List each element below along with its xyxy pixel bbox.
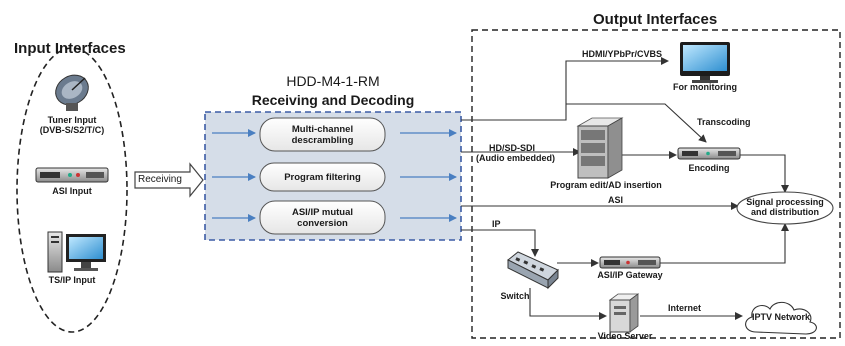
receiving-arrow — [134, 162, 204, 198]
sdi-line1: HD/SD-SDI — [488, 143, 535, 153]
transcoding-label: Transcoding — [697, 117, 751, 127]
video-server-icon — [608, 293, 640, 333]
filtering-box — [259, 162, 386, 192]
monitoring-label: For monitoring — [673, 82, 737, 92]
signal-processing-label: Signal processing and distribution — [737, 197, 833, 217]
gateway-icon — [599, 256, 661, 269]
asi-out-label: ASI — [608, 195, 624, 205]
internet-label: Internet — [668, 303, 702, 313]
encoding-label: Encoding — [688, 163, 730, 173]
filtering-label: Program filtering — [284, 171, 361, 183]
computer-icon — [47, 231, 106, 273]
output-interfaces-title: Output Interfaces — [593, 11, 718, 28]
tuner-label-line1: Tuner Input — [47, 115, 97, 125]
tuner-label-line2: (DVB-S/S2/T/C) — [39, 125, 105, 135]
input-interfaces-title: Input Interfaces — [14, 40, 126, 57]
signal-line2: and distribution — [751, 207, 819, 217]
signal-processing-node — [736, 191, 834, 225]
ip-line — [461, 229, 539, 257]
descrambling-box — [259, 117, 386, 152]
server-cabinet-icon — [576, 117, 624, 179]
device-model-title: HDD-M4-1-RM — [286, 73, 380, 89]
device-function-title: Receiving and Decoding — [251, 92, 415, 108]
monitor-icon — [680, 42, 730, 83]
sdi-line2: (Audio embedded) — [476, 153, 555, 163]
switch-icon — [507, 251, 559, 290]
hdmi-label: HDMI/YPbPr/CVBS — [582, 49, 663, 59]
asiip-line1: ASI/IP mutual — [291, 206, 354, 218]
asi-input-label: ASI Input — [52, 186, 92, 196]
rack-device-icon — [35, 167, 109, 183]
hdmi-line — [461, 57, 669, 121]
transcoding-line — [566, 103, 707, 143]
asiip-label: ASI/IP mutual conversion — [260, 201, 385, 234]
switch-label: Switch — [500, 291, 530, 301]
descrambling-line1: Multi-channel — [291, 123, 354, 135]
video-server-label: Video Server — [597, 331, 653, 341]
tsip-input-label: TS/IP Input — [48, 275, 96, 285]
tuner-input-label: Tuner Input (DVB-S/S2/T/C) — [22, 115, 122, 135]
descrambling-line2: descrambling — [291, 134, 354, 146]
receiving-label: Receiving — [138, 174, 182, 185]
satellite-dish-icon — [55, 74, 89, 111]
gateway-label: ASI/IP Gateway — [597, 270, 663, 280]
descrambling-label: Multi-channel descrambling — [260, 118, 385, 151]
iptv-label: IPTV Network — [751, 312, 810, 322]
output-group-frame — [471, 29, 841, 339]
signal-line1: Signal processing — [746, 197, 824, 207]
asiip-box — [259, 200, 386, 235]
gateway-to-signal-line — [660, 223, 789, 264]
program-edit-label: Program edit/AD insertion — [550, 180, 662, 190]
encoder-icon — [677, 147, 741, 160]
encoding-to-signal-line — [740, 154, 789, 193]
ip-label: IP — [492, 219, 501, 229]
cloud-network-icon — [745, 301, 817, 335]
asiip-line2: conversion — [297, 217, 348, 229]
switch-to-server-line — [529, 288, 607, 320]
input-group-ellipse — [16, 47, 128, 333]
sdi-label: HD/SD-SDI (Audio embedded) — [476, 143, 555, 163]
